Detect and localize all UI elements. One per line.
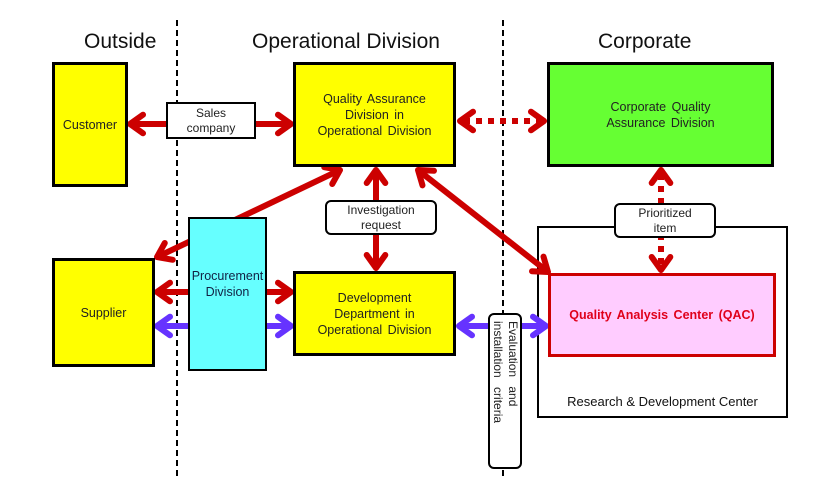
corporate-qa-box[interactable]: Corporate Quality Assurance Division: [547, 62, 774, 167]
procurement-box[interactable]: Procurement Division: [188, 217, 267, 371]
qa-operational-label: Quality Assurance Division in Operationa…: [317, 91, 432, 138]
prioritized-item-label: Prioritized item: [614, 203, 716, 238]
qac-label: Quality Analysis Center (QAC): [569, 308, 755, 322]
customer-label: Customer: [62, 117, 118, 132]
section-label-outside: Outside: [84, 30, 157, 53]
section-label-corporate: Corporate: [598, 30, 692, 53]
arrow-qa-development-head-end: [363, 251, 389, 271]
supplier-box[interactable]: Supplier: [52, 258, 155, 367]
qa-operational-box[interactable]: Quality Assurance Division in Operationa…: [293, 62, 456, 167]
development-box[interactable]: Development Department in Operational Di…: [293, 271, 456, 356]
arrow-purple-development-eval-head-start: [456, 313, 476, 339]
arrow-corporate-qac-head-end: [648, 253, 674, 273]
development-label: Development Department in Operational Di…: [317, 290, 432, 337]
rnd-center-label: Research & Development Center: [567, 394, 758, 409]
qac-box[interactable]: Quality Analysis Center (QAC): [548, 273, 776, 357]
arrow-qa-corporate-head-end: [527, 108, 547, 134]
arrow-supplier-qa-head-end: [321, 164, 343, 187]
corporate-qa-label: Corporate Quality Assurance Division: [606, 99, 715, 130]
arrow-qa-qac-line: [419, 170, 547, 272]
procurement-label: Procurement Division: [191, 269, 264, 299]
supplier-label: Supplier: [80, 305, 127, 320]
evaluation-criteria-label: Evaluation and installation criteria: [488, 313, 522, 469]
arrow-qa-qac-head-end: [529, 253, 551, 275]
arrow-procurement-supplier-head-start: [154, 279, 174, 305]
arrow-procurement-development-head-end: [274, 279, 294, 305]
arrow-purple-procurement-supplier-head-start: [154, 313, 174, 339]
arrow-qa-qac-head-start: [415, 167, 437, 189]
arrow-purple-eval-qac-head-end: [529, 313, 549, 339]
arrow-corporate-qac-head-start: [648, 167, 674, 187]
arrow-supplier-qa-head-start: [154, 240, 176, 263]
sales-company-label: Sales company: [166, 102, 256, 139]
investigation-request-label: Investigation request: [325, 200, 437, 235]
arrow-qa-development-head-start: [363, 167, 389, 187]
customer-box[interactable]: Customer: [52, 62, 128, 187]
arrow-customer-sales-head-start: [127, 111, 147, 137]
arrow-sales-qa-head-end: [274, 111, 294, 137]
section-label-operational: Operational Division: [252, 30, 440, 53]
arrow-purple-procurement-development-head-end: [274, 313, 294, 339]
arrow-qa-corporate-head-start: [457, 108, 477, 134]
